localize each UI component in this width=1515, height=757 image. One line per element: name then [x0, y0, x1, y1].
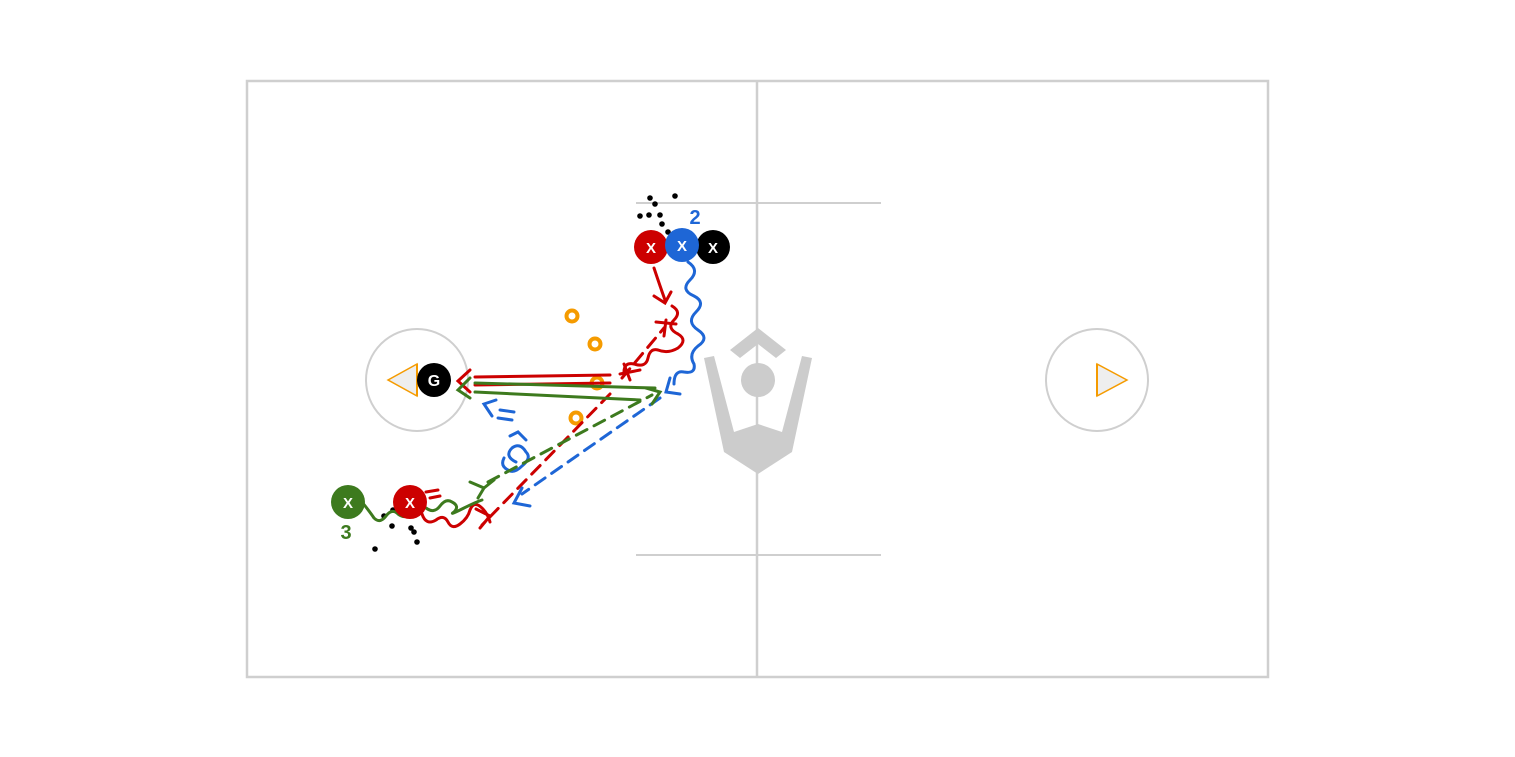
blue-pass-head	[511, 486, 532, 508]
red-dashed-long-pass	[480, 392, 612, 527]
ball-dot-icon	[647, 195, 653, 201]
player-label: X	[646, 240, 656, 257]
ball-dot-icon	[665, 229, 671, 235]
ball-dot-icon	[372, 546, 378, 552]
red-stick-bottom	[424, 488, 442, 500]
ball-dot-icon	[659, 221, 665, 227]
player-green-bottom[interactable]: X	[331, 485, 365, 519]
blue-number-label: 2	[689, 207, 700, 229]
goalie-label: G	[428, 373, 440, 390]
ball-dot-icon	[408, 525, 414, 531]
green-pass-mark	[468, 478, 496, 500]
player-token-blue	[665, 228, 699, 262]
player-red-bottom[interactable]: X	[393, 485, 427, 519]
red-dodge-path-bottom	[420, 503, 492, 529]
player-label: X	[677, 238, 687, 255]
player-token-red	[393, 485, 427, 519]
player-black-top[interactable]: X	[696, 230, 730, 264]
cone-ring-icon	[568, 410, 584, 426]
ball-dot-icon	[389, 523, 395, 529]
ball-dot-icon	[652, 201, 658, 207]
red-shot-line-1	[473, 373, 612, 379]
goalie-token	[417, 363, 451, 397]
player-token-green	[331, 485, 365, 519]
goal-triangle-icon	[386, 362, 418, 398]
blue-cut-mark-3	[496, 408, 516, 422]
red-paths	[420, 266, 685, 530]
green-number-label: 3	[340, 522, 351, 544]
blue-paths	[481, 260, 706, 508]
red-run-arrowhead	[652, 290, 673, 306]
blue-dashed-pass	[520, 396, 662, 496]
blue-receive-mark	[664, 376, 682, 396]
green-shot-line-1	[473, 381, 657, 390]
ball-dot-icon	[637, 213, 643, 219]
player-blue-top[interactable]: X	[665, 228, 699, 262]
ball-dot-icon	[414, 539, 420, 545]
goal-triangle-icon	[1096, 362, 1129, 398]
cone-ring-icon	[564, 308, 580, 324]
ball-dot-icon	[646, 212, 652, 218]
cones	[564, 308, 605, 426]
player-token-black	[696, 230, 730, 264]
blue-cut-path	[501, 444, 530, 473]
red-run-arrow	[652, 266, 667, 302]
player-label: X	[405, 495, 415, 512]
blue-cut-mark-1	[508, 430, 528, 442]
player-goalie[interactable]: G	[417, 363, 451, 397]
ball-dot-icon	[672, 193, 678, 199]
green-shot-line-2	[473, 390, 642, 402]
brand-logo-icon	[704, 328, 812, 474]
green-paths	[360, 376, 663, 523]
red-dodge-path	[622, 304, 685, 374]
blue-cut-mark-2	[481, 398, 498, 418]
player-red-top[interactable]: X	[634, 230, 668, 264]
red-dodge-mark	[654, 318, 678, 338]
player-label: X	[708, 240, 718, 257]
green-dodge-path	[360, 498, 484, 523]
cone-ring-icon	[587, 336, 603, 352]
player-label: X	[343, 495, 353, 512]
red-pass-head-bottom	[474, 507, 493, 530]
green-shot-head	[455, 376, 472, 400]
crease-right	[1045, 328, 1149, 432]
green-dashed-pass	[486, 393, 654, 484]
ball-dot-icon	[657, 212, 663, 218]
player-token-red	[634, 230, 668, 264]
ball-dot-icon	[411, 529, 417, 535]
red-shot-head	[455, 368, 472, 394]
red-dashed-pass-top	[620, 326, 666, 380]
blue-dodge-path	[672, 260, 706, 386]
